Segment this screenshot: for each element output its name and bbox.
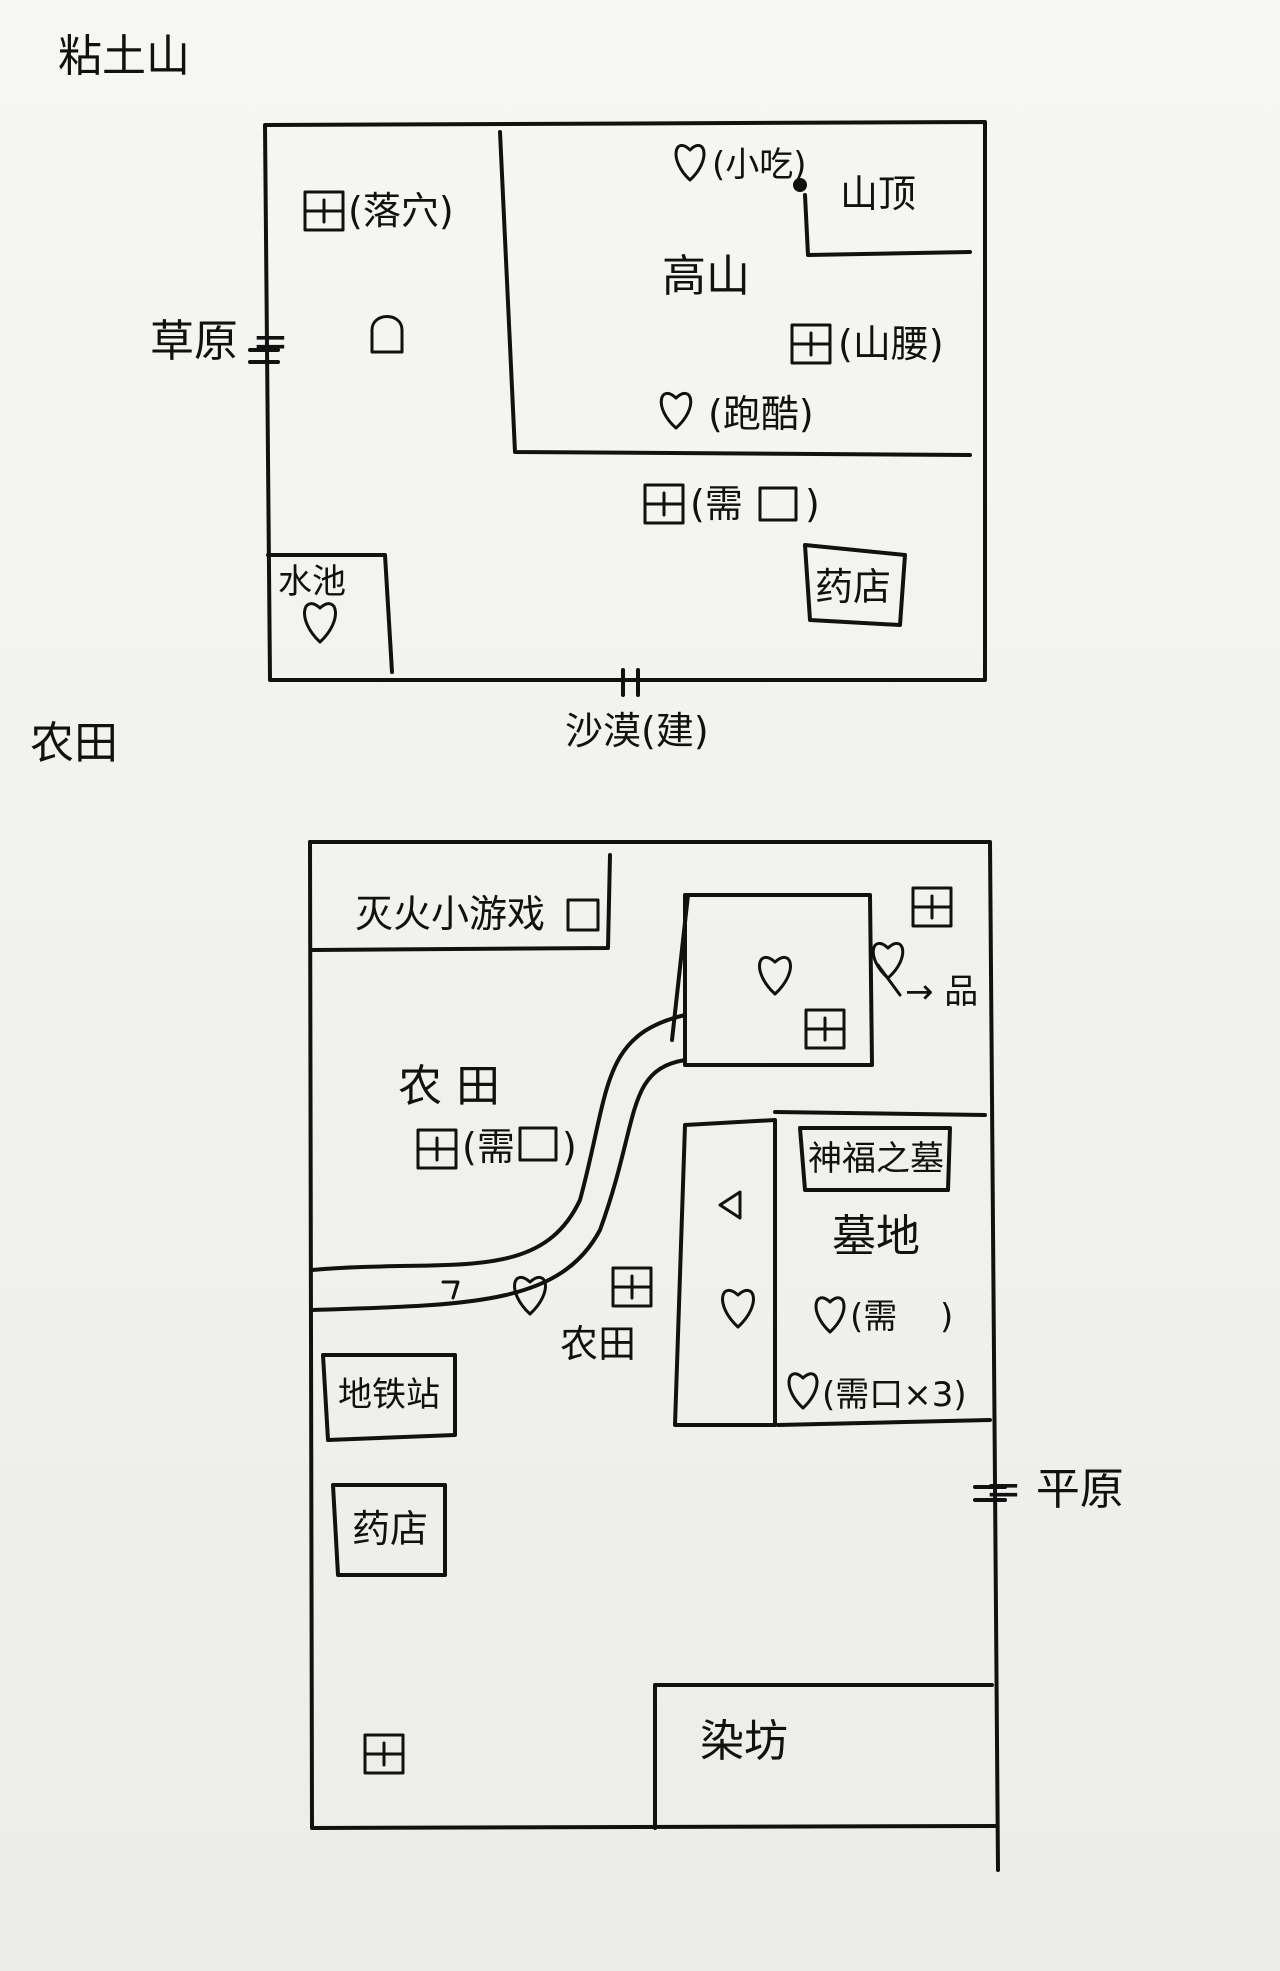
river-lower bbox=[310, 1058, 687, 1312]
farmland-pharmacy-label: 药店 bbox=[352, 1507, 429, 1551]
farmland-border-left-bottom bbox=[308, 840, 997, 1830]
farmland-need-close-label: ) bbox=[562, 1125, 577, 1169]
graveyard-label: 墓地 bbox=[832, 1211, 920, 1262]
grassland-exit-label: 草原 = bbox=[150, 316, 289, 367]
chest-icon bbox=[363, 1733, 405, 1775]
chest-icon bbox=[303, 190, 345, 232]
triangle-marker-icon bbox=[718, 1190, 742, 1220]
heart-icon bbox=[513, 1275, 547, 1316]
river-upper bbox=[310, 1013, 687, 1272]
summit-area bbox=[803, 193, 972, 257]
house-exit-arrow-icon bbox=[876, 963, 902, 997]
fire-game-area bbox=[310, 853, 612, 952]
subway-label: 地铁站 bbox=[338, 1375, 440, 1415]
heart-icon bbox=[721, 1288, 755, 1329]
clay-mountain-border bbox=[263, 120, 987, 682]
skull-icon bbox=[370, 315, 404, 354]
summit-label: 山顶 bbox=[840, 172, 917, 216]
farmland-center-label: 农 田 bbox=[398, 1061, 500, 1112]
grave-need-2-label: (需口×3) bbox=[822, 1375, 967, 1415]
fun-item-label: (小吃) bbox=[712, 145, 807, 185]
pharmacy-box bbox=[331, 1483, 447, 1577]
pharmacy-label: 药店 bbox=[815, 565, 892, 609]
need-item-close-label: ) bbox=[805, 482, 820, 526]
chest-icon bbox=[643, 483, 685, 525]
face-icon bbox=[758, 486, 798, 522]
desert-exit-label: 沙漠(建) bbox=[565, 709, 709, 753]
need-item-label: (需 bbox=[690, 482, 743, 526]
grave-need-1-label: (需 bbox=[850, 1297, 898, 1337]
cave-item-label: (落穴) bbox=[348, 189, 454, 233]
farmland-need-label: (需 bbox=[462, 1125, 515, 1169]
face-icon bbox=[566, 898, 600, 932]
farmland-map bbox=[308, 840, 1007, 1872]
heart-icon bbox=[758, 955, 792, 996]
clay-mountain-title: 粘土山 bbox=[58, 31, 190, 82]
face-icon bbox=[518, 1126, 558, 1162]
chest-icon bbox=[790, 323, 832, 365]
pharmacy-box bbox=[803, 543, 907, 627]
grave-need-1-close-label: ) bbox=[940, 1297, 954, 1337]
small-marker-icon bbox=[441, 1280, 460, 1300]
heart-icon bbox=[871, 941, 905, 980]
farmland-border-right bbox=[308, 840, 1000, 1872]
fire-game-label: 灭火小游戏 bbox=[355, 892, 546, 936]
heart-icon bbox=[674, 143, 706, 182]
house-box bbox=[683, 893, 874, 1067]
high-mountain-label: 高山 bbox=[662, 251, 750, 302]
heart-icon bbox=[814, 1296, 846, 1334]
chest-icon bbox=[911, 886, 953, 928]
summit-pin-icon bbox=[793, 178, 807, 192]
pond-label: 水池 bbox=[278, 562, 346, 602]
farmland-lower-label: 农田 bbox=[560, 1322, 637, 1366]
high-mountain-area bbox=[498, 130, 972, 457]
heart-icon bbox=[303, 602, 337, 644]
clay-mountain-map bbox=[248, 120, 987, 697]
blessing-tomb-box bbox=[798, 1126, 952, 1192]
blessing-tomb-label: 神福之墓 bbox=[808, 1139, 944, 1179]
mountainside-label: (山腰) bbox=[838, 322, 944, 366]
heart-icon bbox=[659, 391, 693, 430]
plain-exit-label: = 平原 bbox=[985, 1464, 1124, 1515]
graveyard-path bbox=[673, 1118, 777, 1427]
house-arrow-label: → 品 bbox=[905, 972, 979, 1012]
parkour-label: (跑酷) bbox=[708, 392, 814, 436]
farmland-title: 农田 bbox=[30, 718, 118, 769]
chest-icon bbox=[611, 1266, 653, 1308]
chest-icon bbox=[416, 1128, 458, 1170]
subway-box bbox=[321, 1353, 457, 1442]
dye-house-label: 染坊 bbox=[700, 1716, 788, 1767]
chest-icon bbox=[804, 1008, 846, 1050]
heart-icon bbox=[787, 1372, 819, 1410]
graveyard-area bbox=[773, 1110, 992, 1427]
pond-area bbox=[266, 553, 394, 674]
dye-house-area bbox=[653, 1683, 994, 1830]
